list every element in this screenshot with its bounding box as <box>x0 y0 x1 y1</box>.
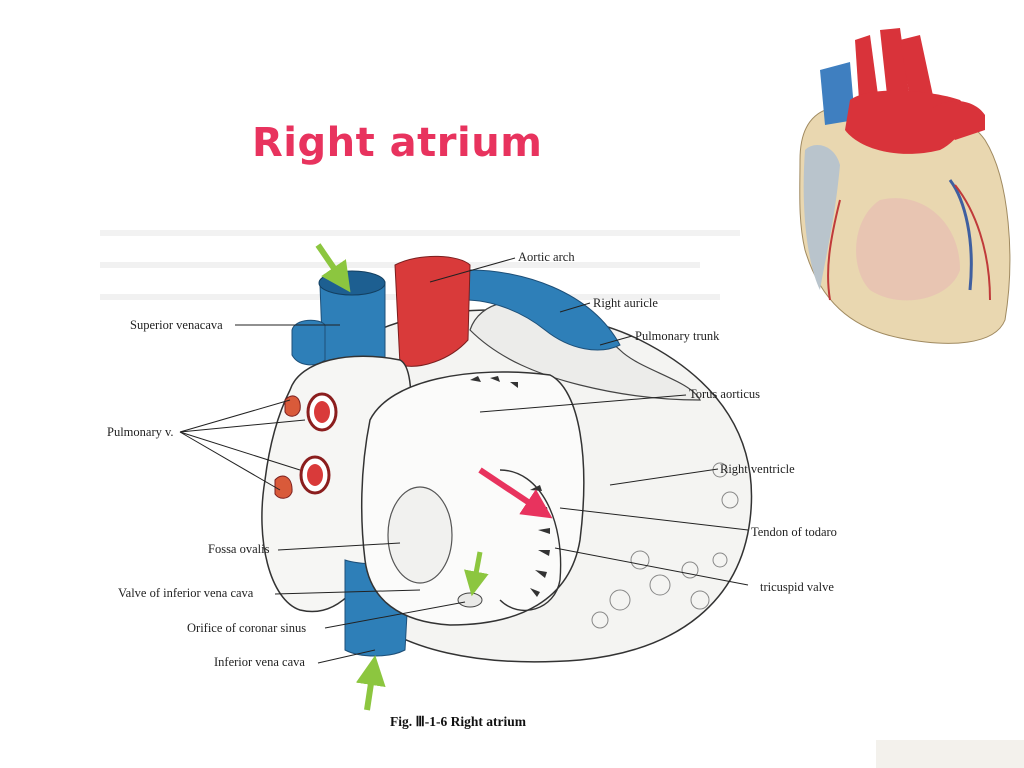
arrow-green-inferior-vena-cava <box>355 655 386 711</box>
label-tendon-of-todaro: Tendon of todaro <box>751 525 837 539</box>
label-valve-inferior-vena-cava: Valve of inferior vena cava <box>118 586 254 600</box>
figure-caption: Fig. Ⅲ-1-6 Right atrium <box>390 714 527 729</box>
arrow-green-superior-vena-cava <box>315 243 351 293</box>
inset-heart-image <box>799 28 1011 344</box>
label-orifice-coronary-sinus: Orifice of coronar sinus <box>187 621 306 635</box>
label-right-ventricle: Right ventricle <box>720 462 795 476</box>
label-inferior-vena-cava: Inferior vena cava <box>214 655 305 669</box>
heart-illustration <box>261 255 753 663</box>
label-pulmonary-v: Pulmonary v. <box>107 425 174 439</box>
label-torus-aorticus: Torus aorticus <box>689 387 760 401</box>
arrow-green-coronary-sinus <box>464 551 489 597</box>
anatomy-labels: Aortic arch Right auricle Superior venac… <box>107 250 837 669</box>
label-right-auricle: Right auricle <box>593 296 658 310</box>
label-tricuspid-valve: tricuspid valve <box>760 580 834 594</box>
label-fossa-ovalis: Fossa ovalis <box>208 542 270 556</box>
label-aortic-arch: Aortic arch <box>518 250 575 264</box>
arrow-pink-tendon-of-todaro <box>478 467 553 519</box>
pointer-arrows <box>315 243 553 711</box>
label-superior-vena-cava: Superior venacava <box>130 318 223 332</box>
label-pulmonary-trunk: Pulmonary trunk <box>635 329 720 343</box>
leader-lines <box>179 257 749 664</box>
slide-title: Right atrium <box>252 120 543 166</box>
corner-patch <box>876 740 1024 768</box>
